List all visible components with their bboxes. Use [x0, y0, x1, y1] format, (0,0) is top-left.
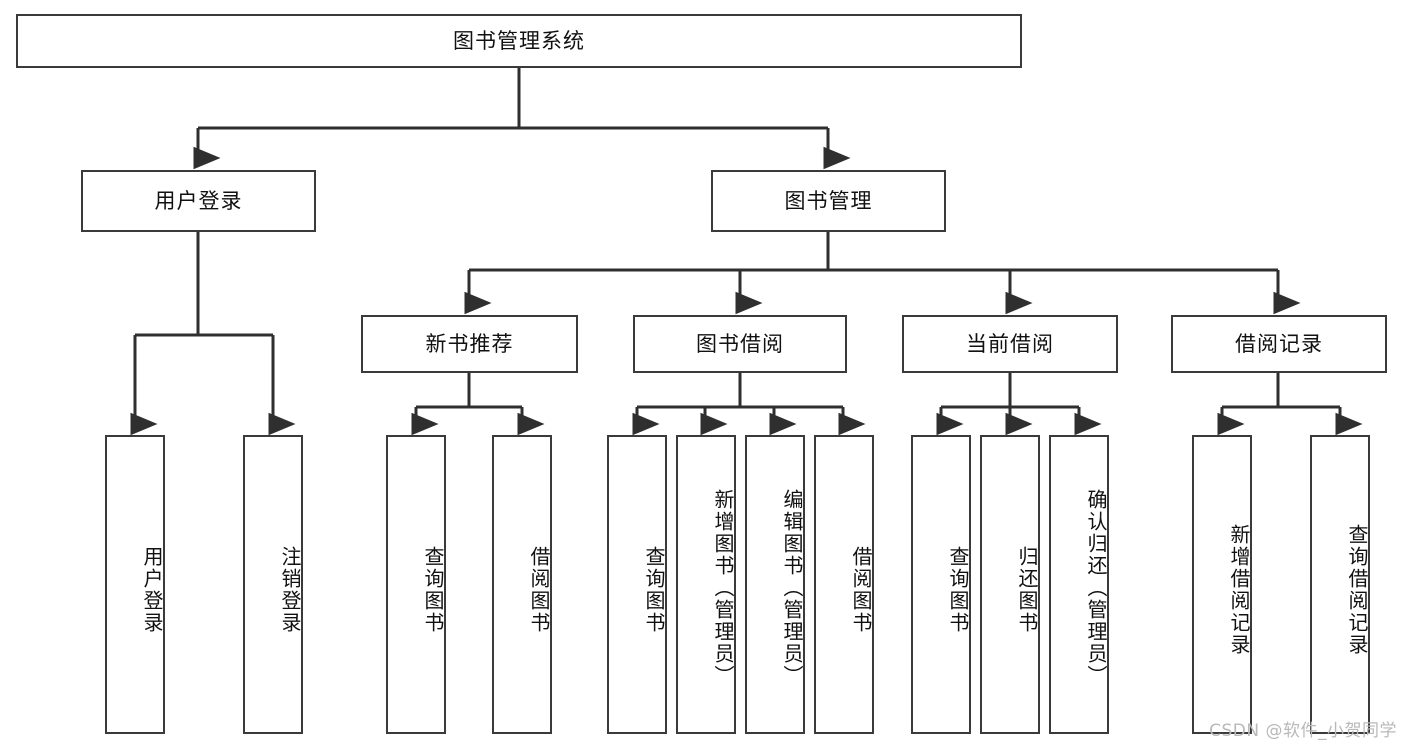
node-current-borrow[interactable]: 当前借阅 [902, 315, 1118, 373]
node-book-manage-label: 图书管理 [784, 188, 873, 213]
node-leaf-query-book-2[interactable]: 查询图书 [607, 435, 667, 734]
node-user-login-label: 用户登录 [154, 188, 243, 213]
node-leaf-query-book-1[interactable]: 查询图书 [386, 435, 446, 734]
node-new-book-recommend-label: 新书推荐 [425, 331, 514, 356]
node-leaf-borrow-book-1-label: 借阅图书 [527, 545, 551, 634]
node-leaf-confirm-return[interactable]: 确认归还（管理员） [1049, 435, 1109, 734]
node-leaf-query-book-2-label: 查询图书 [642, 545, 666, 634]
node-leaf-logout[interactable]: 注销登录 [243, 435, 303, 734]
node-leaf-user-login-label: 用户登录 [140, 545, 164, 634]
node-borrow-record[interactable]: 借阅记录 [1171, 315, 1387, 373]
node-leaf-add-record-label: 新增借阅记录 [1227, 523, 1251, 656]
node-leaf-user-login[interactable]: 用户登录 [105, 435, 165, 734]
node-leaf-return-book[interactable]: 归还图书 [980, 435, 1040, 734]
node-leaf-borrow-book-2[interactable]: 借阅图书 [814, 435, 874, 734]
watermark-text: CSDN @软件_小贺同学 [1209, 721, 1397, 741]
node-book-borrow-label: 图书借阅 [696, 331, 784, 356]
node-book-borrow[interactable]: 图书借阅 [633, 315, 847, 373]
node-root[interactable]: 图书管理系统 [16, 14, 1022, 68]
node-book-manage[interactable]: 图书管理 [711, 170, 946, 232]
node-leaf-add-book[interactable]: 新增图书（管理员） [676, 435, 736, 734]
node-user-login[interactable]: 用户登录 [81, 170, 316, 232]
node-leaf-add-book-label: 新增图书（管理员） [711, 488, 735, 687]
node-leaf-add-record[interactable]: 新增借阅记录 [1192, 435, 1252, 734]
node-current-borrow-label: 当前借阅 [966, 331, 1054, 356]
node-leaf-edit-book[interactable]: 编辑图书（管理员） [745, 435, 805, 734]
node-borrow-record-label: 借阅记录 [1235, 331, 1323, 356]
node-new-book-recommend[interactable]: 新书推荐 [361, 315, 578, 373]
node-leaf-query-record-label: 查询借阅记录 [1345, 523, 1369, 656]
node-leaf-return-book-label: 归还图书 [1015, 545, 1039, 634]
node-leaf-edit-book-label: 编辑图书（管理员） [780, 488, 804, 687]
node-leaf-query-record[interactable]: 查询借阅记录 [1310, 435, 1370, 734]
node-leaf-confirm-return-label: 确认归还（管理员） [1084, 488, 1108, 687]
node-leaf-borrow-book-1[interactable]: 借阅图书 [492, 435, 552, 734]
node-root-label: 图书管理系统 [453, 28, 585, 53]
node-leaf-logout-label: 注销登录 [278, 545, 302, 634]
node-leaf-query-book-3[interactable]: 查询图书 [911, 435, 971, 734]
node-leaf-query-book-1-label: 查询图书 [421, 545, 445, 634]
node-leaf-borrow-book-2-label: 借阅图书 [849, 545, 873, 634]
node-leaf-query-book-3-label: 查询图书 [946, 545, 970, 634]
